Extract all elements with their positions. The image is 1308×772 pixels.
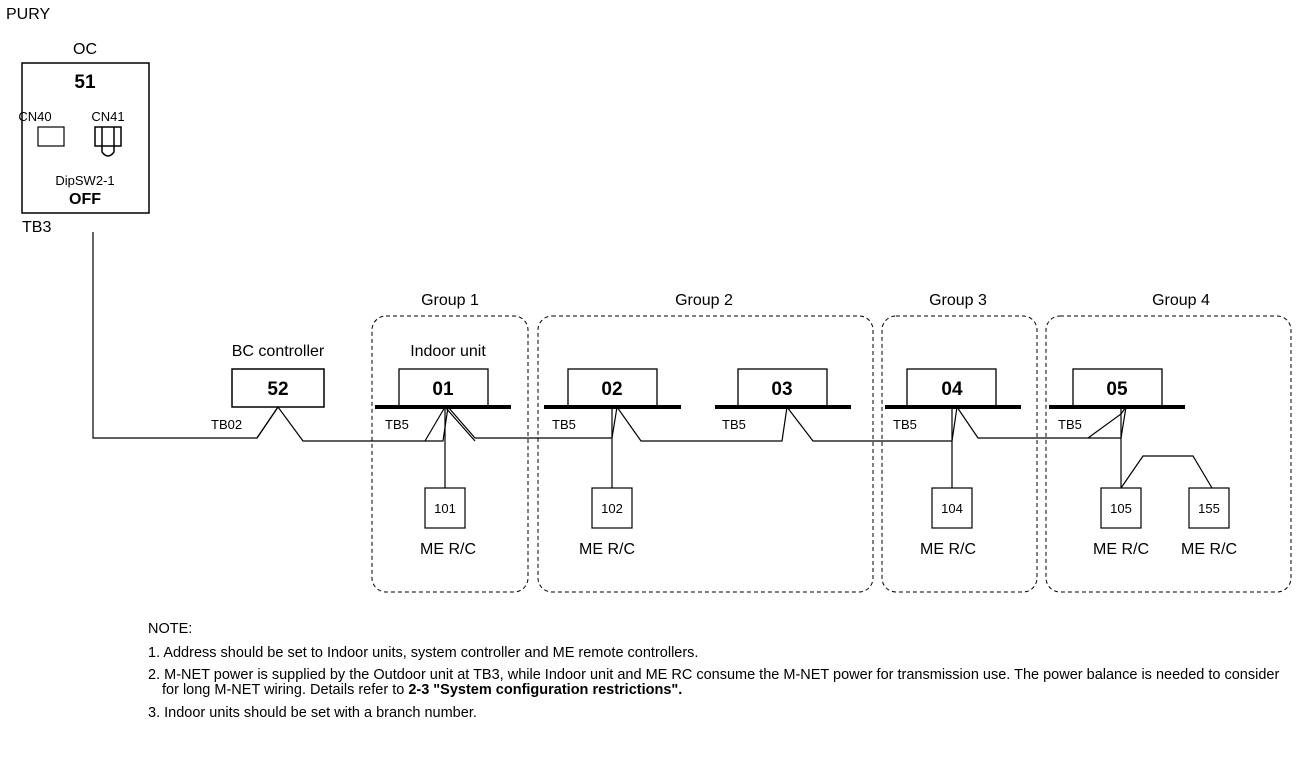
outdoor-unit-box <box>21 62 150 214</box>
bc-controller-terminal: TB02 <box>211 417 242 432</box>
rc-label: ME R/C <box>920 541 976 558</box>
rc-label: ME R/C <box>579 541 635 558</box>
dipsw-state: OFF <box>69 191 101 208</box>
indoor-unit-03: 03 TB5 <box>715 368 851 432</box>
note-2: 2. M-NET power is supplied by the Outdoo… <box>148 668 1288 698</box>
cn40-label: CN40 <box>18 109 51 124</box>
cn41-jumper-connector <box>94 126 122 157</box>
indoor-unit-terminal: TB5 <box>552 417 576 432</box>
notes-title: NOTE: <box>148 621 193 637</box>
outdoor-terminal-label: TB3 <box>22 219 51 236</box>
group-3-label: Group 3 <box>929 292 987 309</box>
rc-address: 105 <box>1110 501 1132 516</box>
remote-controller-104: 104 ME R/C <box>920 487 976 558</box>
group-2-label: Group 2 <box>675 292 733 309</box>
indoor-unit-terminal: TB5 <box>893 417 917 432</box>
cn41-label: CN41 <box>91 109 124 124</box>
indoor-unit-terminal: TB5 <box>722 417 746 432</box>
group-2-box <box>537 315 874 593</box>
remote-controller-155: 155 ME R/C <box>1181 487 1237 558</box>
remote-controller-105: 105 ME R/C <box>1093 487 1149 558</box>
indoor-unit-terminal: TB5 <box>385 417 409 432</box>
note-2-reference: 2-3 "System configuration restrictions". <box>408 682 683 698</box>
indoor-unit-01: 01 TB5 <box>375 368 511 488</box>
remote-controller-101: 101 ME R/C <box>420 487 476 558</box>
rc-label: ME R/C <box>1093 541 1149 558</box>
outdoor-unit-tag: OC <box>73 41 97 58</box>
group-4-box <box>1045 315 1292 593</box>
system-label: PURY <box>6 6 50 23</box>
group-1-box <box>371 315 529 593</box>
bc-tap <box>256 406 279 439</box>
rc-address: 102 <box>601 501 623 516</box>
indoor-unit-05: 05 TB5 <box>1049 368 1213 489</box>
note-1: 1. Address should be set to Indoor units… <box>148 645 699 661</box>
rc-address: 155 <box>1198 501 1220 516</box>
rc-address: 104 <box>941 501 963 516</box>
indoor-unit-04: 04 TB5 <box>885 368 1021 488</box>
note-3: 3. Indoor units should be set with a bra… <box>148 705 477 721</box>
bc-controller-label: BC controller <box>232 343 325 360</box>
note-2-text: 2. M-NET power is supplied by the Outdoo… <box>148 667 1280 698</box>
outdoor-unit-address: 51 <box>74 72 96 93</box>
indoor-unit-02: 02 TB5 <box>544 368 681 488</box>
mnet-transmission-line <box>92 232 1127 442</box>
indoor-unit-terminal: TB5 <box>1058 417 1082 432</box>
remote-controller-102: 102 ME R/C <box>579 487 635 558</box>
rc-address: 101 <box>434 501 456 516</box>
group-1-label: Group 1 <box>421 292 479 309</box>
indoor-unit-label: Indoor unit <box>410 343 486 360</box>
dipsw-label: DipSW2-1 <box>55 173 114 188</box>
rc-label: ME R/C <box>420 541 476 558</box>
group-4-label: Group 4 <box>1152 292 1210 309</box>
bc-controller-address: 52 <box>267 379 288 400</box>
indoor-unit-address: 02 <box>601 379 622 400</box>
notes-section: NOTE: 1. Address should be set to Indoor… <box>148 620 1288 728</box>
indoor-unit-address: 04 <box>941 379 963 400</box>
group-3-box <box>881 315 1038 593</box>
indoor-unit-address: 03 <box>771 379 792 400</box>
indoor-unit-address: 05 <box>1106 379 1128 400</box>
indoor-unit-address: 01 <box>432 379 454 400</box>
cn40-connector <box>37 126 65 147</box>
rc-label: ME R/C <box>1181 541 1237 558</box>
